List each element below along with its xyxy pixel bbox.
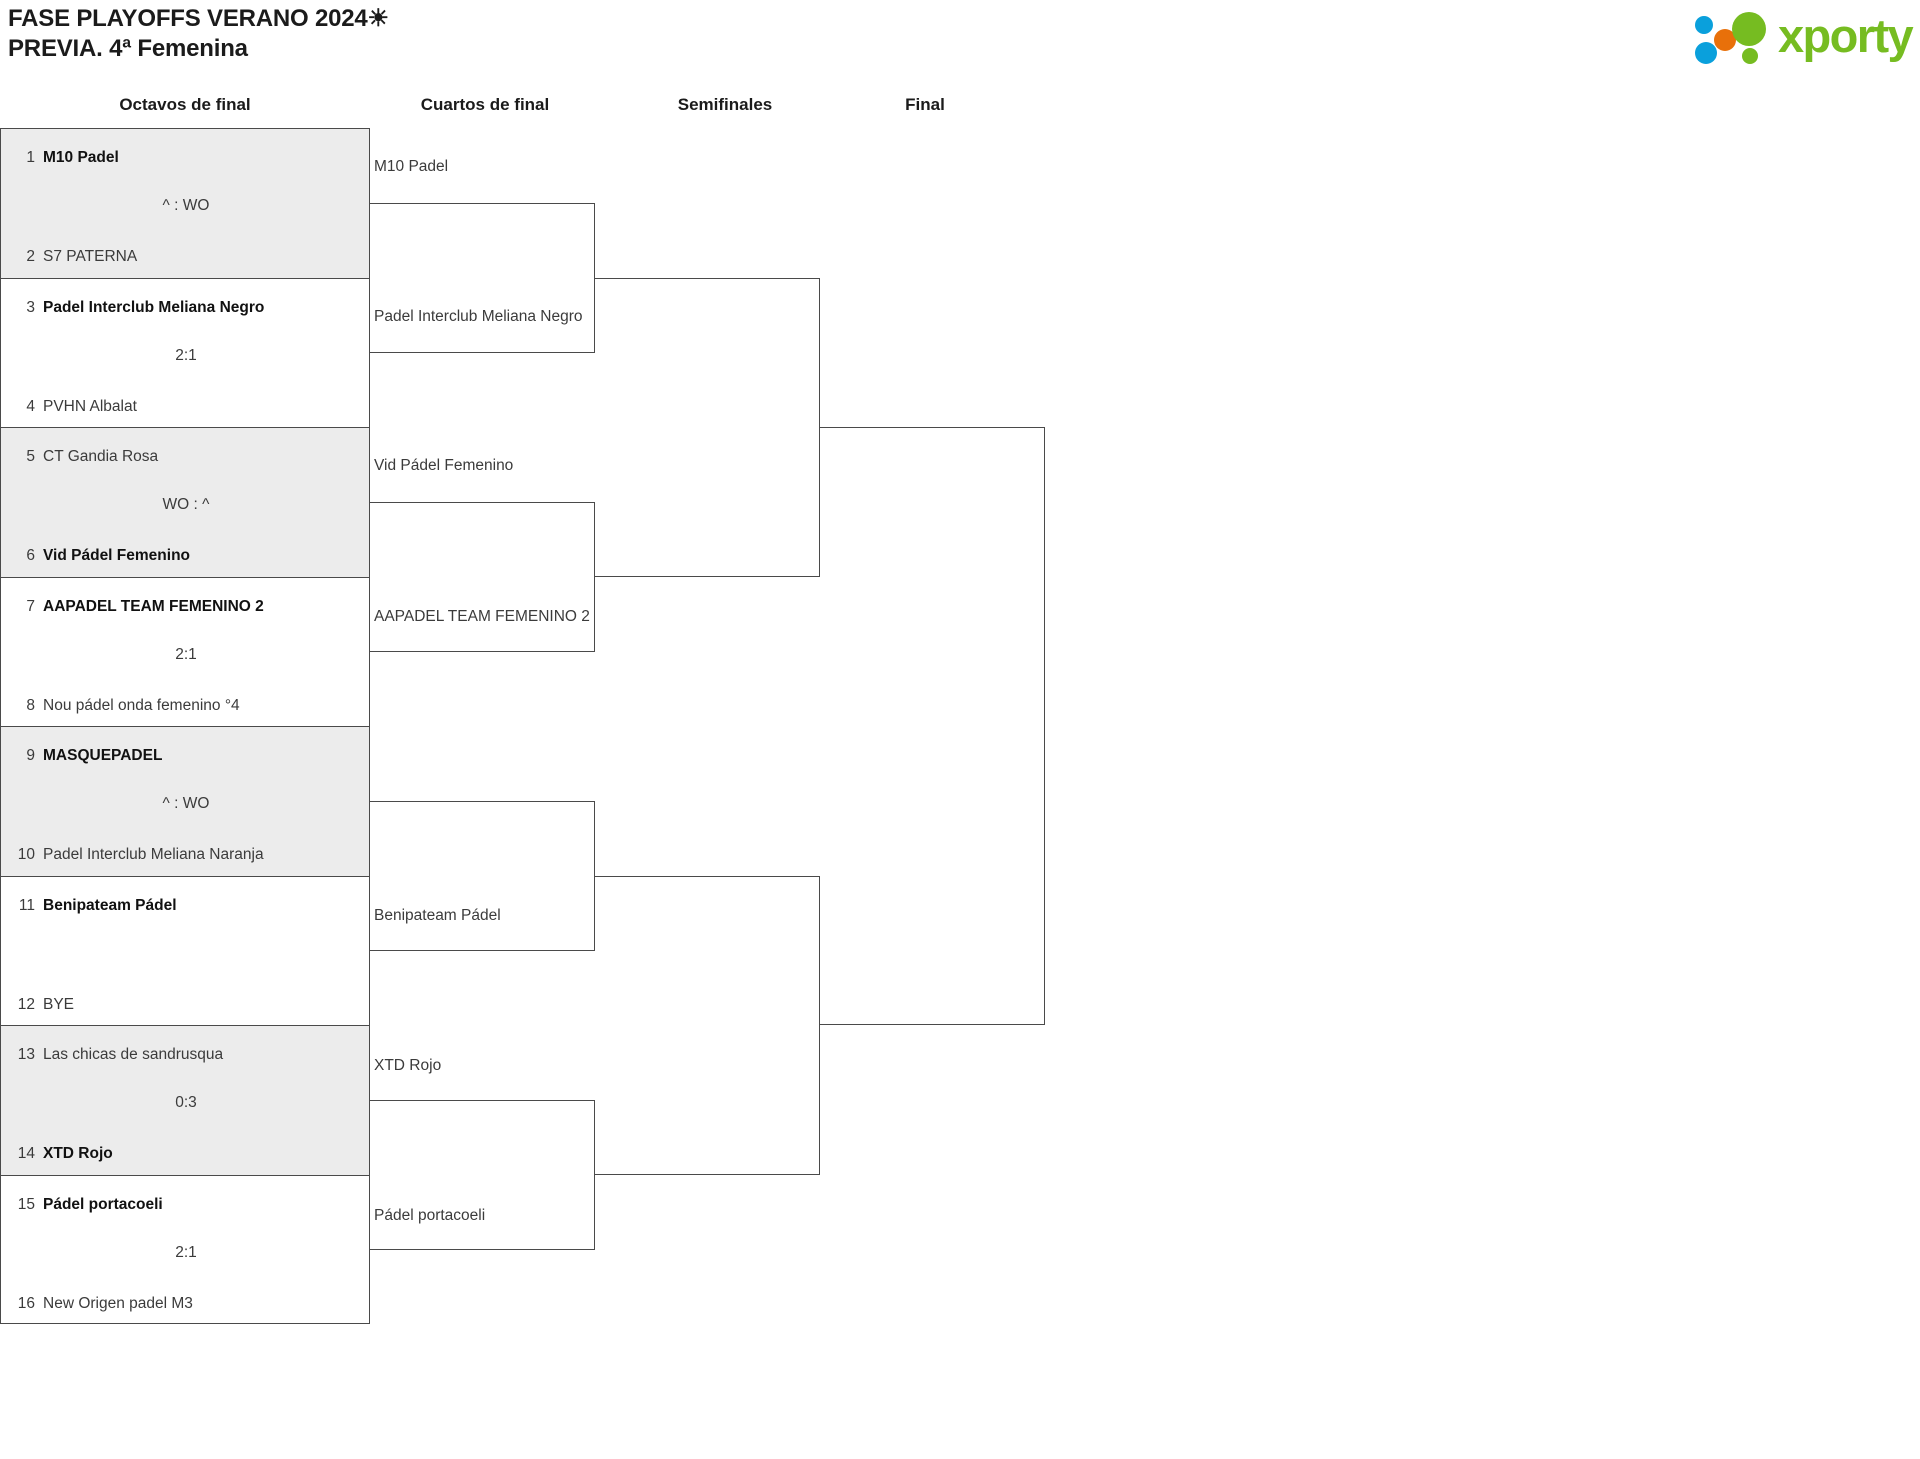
seed-number: 12 xyxy=(17,995,35,1013)
bracket-connector-sf2 xyxy=(595,876,820,1175)
bracket-connector-qf1 xyxy=(370,203,595,353)
seed-number: 7 xyxy=(26,597,35,615)
round1-column: 1 M10 Padel ^ : WO 2 S7 PATERNA 3 Padel … xyxy=(0,128,370,1324)
round-header-final: Final xyxy=(905,95,945,114)
bracket-connector-qf4 xyxy=(370,1100,595,1250)
page-title-line2: PREVIA. 4ª Femenina xyxy=(8,35,248,62)
match-row[interactable]: 15 Pádel portacoeli 2:1 16 New Origen pa… xyxy=(0,1174,370,1324)
seed-number: 9 xyxy=(26,747,35,764)
team-name[interactable]: Padel Interclub Meliana Naranja xyxy=(43,846,264,863)
team-name[interactable]: Padel Interclub Meliana Negro xyxy=(43,298,265,316)
match-row[interactable]: 5 CT Gandia Rosa WO : ^ 6 Vid Pádel Feme… xyxy=(0,427,370,577)
seed-number: 16 xyxy=(17,1294,35,1312)
team-name[interactable]: Benipateam Pádel xyxy=(43,896,177,914)
seed-number: 5 xyxy=(26,448,35,465)
seed-number: 8 xyxy=(26,696,35,714)
seed-number: 4 xyxy=(26,397,35,415)
match-score: WO : ^ xyxy=(162,496,210,513)
match-row[interactable]: 1 M10 Padel ^ : WO 2 S7 PATERNA xyxy=(0,128,370,278)
team-name[interactable]: XTD Rojo xyxy=(43,1145,113,1162)
team-name[interactable]: CT Gandia Rosa xyxy=(43,448,159,465)
team-name[interactable]: Vid Pádel Femenino xyxy=(43,547,191,564)
bracket-connector-qf2 xyxy=(370,502,595,652)
match-row[interactable]: 3 Padel Interclub Meliana Negro 2:1 4 PV… xyxy=(0,277,370,427)
logo-wordmark: xporty xyxy=(1778,9,1914,62)
team-name[interactable]: BYE xyxy=(43,995,75,1013)
seed-number: 6 xyxy=(26,547,35,564)
round-header-semifinales: Semifinales xyxy=(677,95,773,114)
seed-number: 14 xyxy=(17,1145,35,1162)
team-name[interactable]: Nou pádel onda femenino °4 xyxy=(43,696,240,714)
advancer-name[interactable]: AAPADEL TEAM FEMENINO 2 xyxy=(374,608,590,625)
seed-number: 13 xyxy=(17,1046,35,1063)
bracket-connector-qf3 xyxy=(370,801,595,951)
advancer-name[interactable]: Vid Pádel Femenino xyxy=(374,457,514,474)
match-row[interactable]: 9 MASQUEPADEL ^ : WO 10 Padel Interclub … xyxy=(0,726,370,876)
team-name[interactable]: Pádel portacoeli xyxy=(43,1195,163,1213)
match-score: 2:1 xyxy=(175,346,197,364)
seed-number: 11 xyxy=(18,896,35,914)
match-score: 0:3 xyxy=(175,1094,197,1111)
team-name[interactable]: Las chicas de sandrusqua xyxy=(43,1046,224,1063)
seed-number: 15 xyxy=(17,1195,35,1213)
page-title: FASE PLAYOFFS VERANO 2024☀ PREVIA. 4ª Fem… xyxy=(8,4,389,64)
team-name[interactable]: New Origen padel M3 xyxy=(43,1294,193,1312)
seed-number: 3 xyxy=(26,298,35,316)
advancer-name[interactable]: M10 Padel xyxy=(374,158,449,175)
round-header-octavos: Octavos de final xyxy=(119,95,251,114)
match-score: 2:1 xyxy=(175,1243,197,1261)
page-title-line1: FASE PLAYOFFS VERANO 2024☀ xyxy=(8,5,389,32)
match-row[interactable]: 7 AAPADEL TEAM FEMENINO 2 2:1 8 Nou páde… xyxy=(0,576,370,726)
match-row[interactable]: 13 Las chicas de sandrusqua 0:3 14 XTD R… xyxy=(0,1025,370,1175)
team-name[interactable]: M10 Padel xyxy=(43,149,119,166)
round-header-cuartos: Cuartos de final xyxy=(420,95,550,114)
bracket-connector-final xyxy=(820,427,1045,1025)
match-row[interactable]: 11 Benipateam Pádel 12 BYE xyxy=(0,875,370,1025)
team-name[interactable]: AAPADEL TEAM FEMENINO 2 xyxy=(43,597,264,615)
team-name[interactable]: PVHN Albalat xyxy=(43,397,137,415)
advancer-name[interactable]: XTD Rojo xyxy=(374,1057,442,1074)
team-name[interactable]: MASQUEPADEL xyxy=(43,747,163,764)
xporty-logo: xporty xyxy=(1652,8,1914,64)
seed-number: 2 xyxy=(26,248,35,265)
logo-dots-icon xyxy=(1695,12,1766,64)
advancer-name[interactable]: Benipateam Pádel xyxy=(374,907,501,924)
match-score: ^ : WO xyxy=(162,795,210,812)
match-score: ^ : WO xyxy=(162,197,210,214)
bracket-connector-sf1 xyxy=(595,278,820,577)
team-name[interactable]: S7 PATERNA xyxy=(43,248,138,265)
advancer-name[interactable]: Pádel portacoeli xyxy=(374,1207,486,1224)
advancer-name[interactable]: Padel Interclub Meliana Negro xyxy=(374,308,583,325)
seed-number: 1 xyxy=(26,149,35,166)
seed-number: 10 xyxy=(17,846,35,863)
match-score: 2:1 xyxy=(175,645,197,663)
